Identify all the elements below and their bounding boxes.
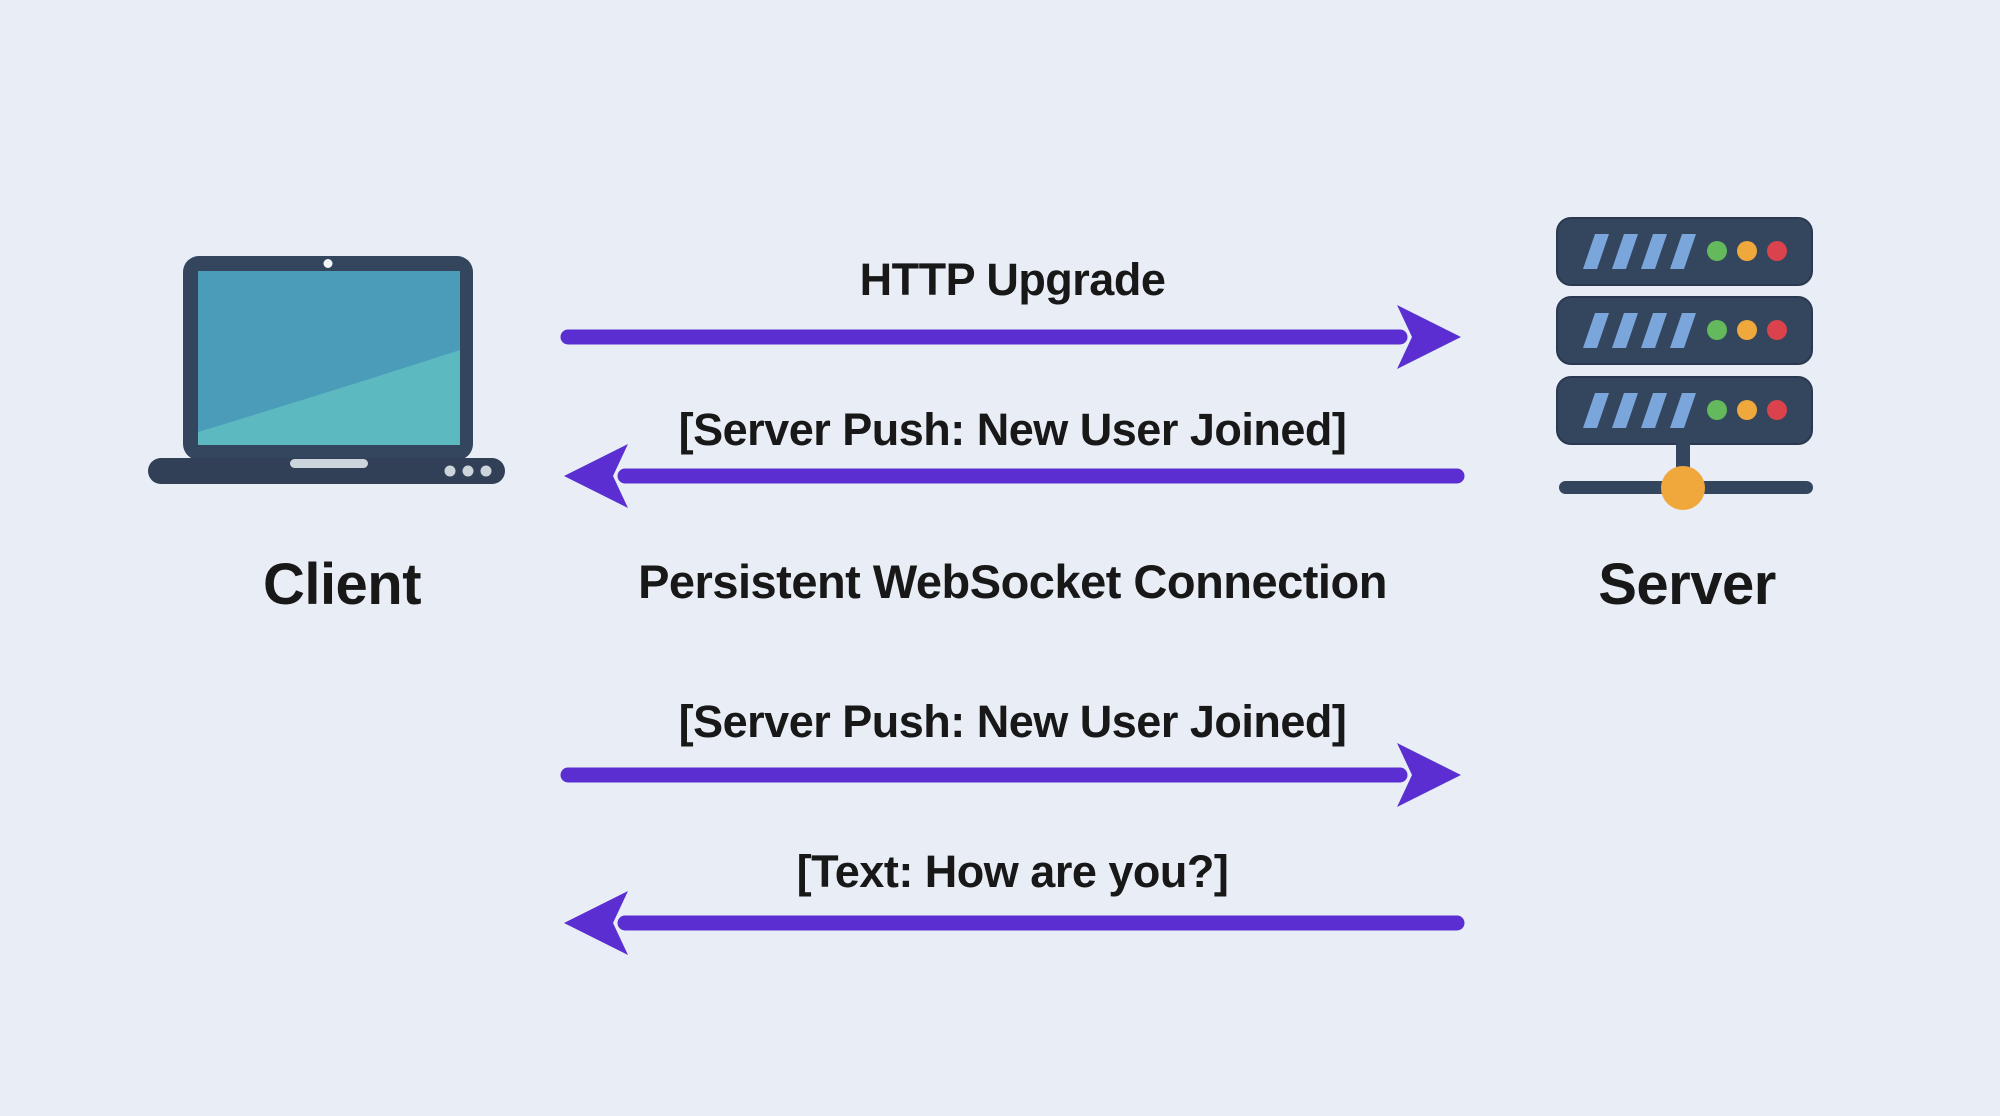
message-label-server-push-2: [Server Push: New User Joined]: [678, 696, 1347, 747]
laptop-trackpad-slot: [290, 459, 368, 468]
message-label-http-upgrade: HTTP Upgrade: [859, 254, 1166, 305]
led-red-icon: [1767, 400, 1787, 420]
webcam-dot-icon: [323, 259, 333, 268]
persistent-connection-caption: Persistent WebSocket Connection: [638, 555, 1387, 608]
led-orange-icon: [1737, 320, 1757, 340]
server-push-arrow-right-icon: [560, 743, 1461, 807]
server-push-arrow-left-icon: [564, 444, 1465, 508]
server-rack-unit: [1556, 296, 1813, 365]
laptop-base-dot: [444, 465, 456, 477]
client-label: Client: [262, 552, 422, 617]
led-green-icon: [1707, 400, 1727, 420]
network-node-icon: [1661, 466, 1705, 510]
laptop-base-dot: [480, 465, 492, 477]
message-label-server-push-1: [Server Push: New User Joined]: [678, 404, 1347, 455]
laptop-base: [148, 458, 505, 484]
led-orange-icon: [1737, 400, 1757, 420]
led-green-icon: [1707, 241, 1727, 261]
led-green-icon: [1707, 320, 1727, 340]
server-label: Server: [1598, 552, 1776, 617]
server-rack-icon: [1556, 217, 1813, 510]
laptop-screen-highlight: [198, 350, 460, 445]
message-label-text-how-are-you: [Text: How are you?]: [796, 846, 1229, 897]
led-red-icon: [1767, 241, 1787, 261]
server-rack-unit: [1556, 217, 1813, 286]
laptop-base-dot: [462, 465, 474, 477]
server-rack-unit: [1556, 376, 1813, 445]
text-message-arrow-left-icon: [564, 891, 1465, 955]
laptop-icon: [148, 256, 505, 484]
led-orange-icon: [1737, 241, 1757, 261]
led-red-icon: [1767, 320, 1787, 340]
http-upgrade-arrow-right-icon: [560, 305, 1461, 369]
